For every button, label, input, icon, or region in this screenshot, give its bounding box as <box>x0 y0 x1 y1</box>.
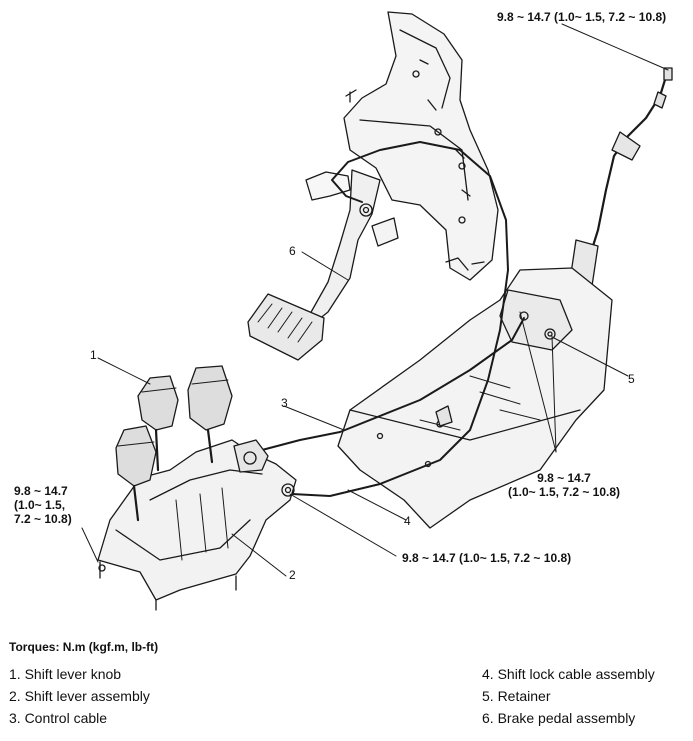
brake-pedal-arm <box>305 169 399 321</box>
control-cable <box>261 317 525 451</box>
brake-pedal-pad <box>247 293 325 361</box>
legend-item: 5. Retainer <box>482 688 551 704</box>
brake-pedal-bracket <box>343 11 499 281</box>
torque-callout-lever-mount: 9.8 ~ 14.7 (1.0~ 1.5, 7.2 ~ 10.8) <box>14 484 72 526</box>
parts-legend-left: 1. Shift lever knob 2. Shift lever assem… <box>9 663 150 729</box>
torques-title: Torques: N.m (kgf.m, lb-ft) <box>9 640 159 654</box>
part-number-6: 6 <box>289 244 296 258</box>
part-number-4: 4 <box>404 514 411 528</box>
shift-lock-cable-upper <box>569 67 673 287</box>
part-number-3: 3 <box>281 396 288 410</box>
shift-lever-knobs <box>115 365 233 522</box>
torque-line: 9.8 ~ 14.7 <box>14 484 68 498</box>
legend-item: 1. Shift lever knob <box>9 666 122 682</box>
leader-lines <box>81 23 669 577</box>
floor-console-bracket <box>337 267 613 529</box>
shift-lock-cable <box>291 141 509 497</box>
torque-callout-retainer: 9.8 ~ 14.7 (1.0~ 1.5, 7.2 ~ 10.8) <box>494 471 634 499</box>
legend-item: 2. Shift lever assembly <box>9 688 150 704</box>
part-number-1: 1 <box>90 348 97 362</box>
torque-line: (1.0~ 1.5, 7.2 ~ 10.8) <box>507 485 621 499</box>
torque-callout-cable-end: 9.8 ~ 14.7 (1.0~ 1.5, 7.2 ~ 10.8) <box>497 10 667 24</box>
torque-line: 7.2 ~ 10.8) <box>14 512 72 526</box>
part-number-5: 5 <box>628 372 635 386</box>
legend-item: 3. Control cable <box>9 710 108 726</box>
legend-item: 6. Brake pedal assembly <box>482 710 636 726</box>
torque-callout-cable-bracket: 9.8 ~ 14.7 (1.0~ 1.5, 7.2 ~ 10.8) <box>402 551 572 565</box>
legend-item: 4. Shift lock cable assembly <box>482 666 655 682</box>
assembly-diagram <box>81 11 673 611</box>
torque-line: (1.0~ 1.5, <box>14 498 66 512</box>
parts-legend-right: 4. Shift lock cable assembly 5. Retainer… <box>482 663 655 729</box>
part-number-2: 2 <box>289 568 296 582</box>
torque-line: 9.8 ~ 14.7 <box>537 471 591 485</box>
